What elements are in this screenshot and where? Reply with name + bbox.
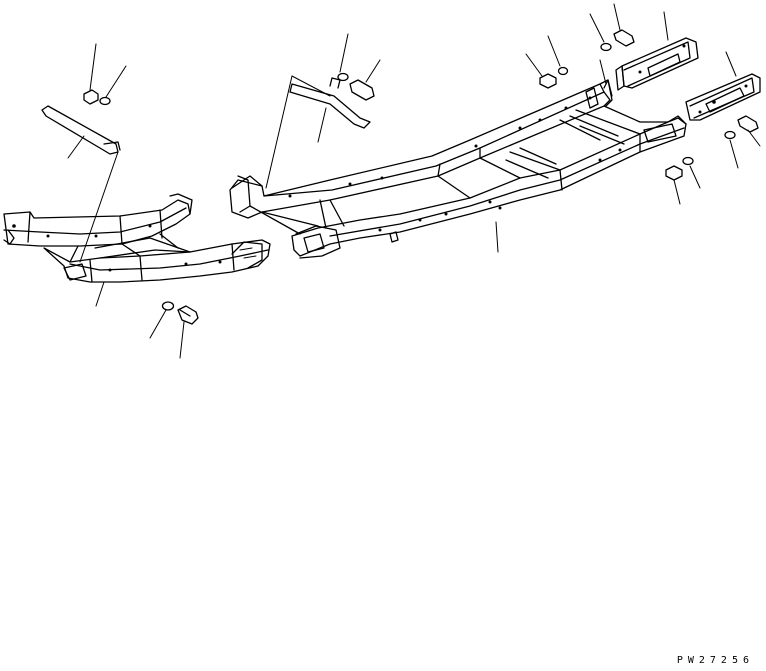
extension-plate-lower: [685, 73, 761, 121]
bolt-icon: [349, 79, 375, 101]
bolt-icon: [613, 29, 635, 47]
washer-icon: [557, 66, 569, 76]
bolt-icon: [737, 115, 759, 133]
leader-lines: [67, 3, 761, 359]
washer-icon: [161, 301, 175, 311]
main-frame-section: [229, 79, 687, 259]
rear-frame-section: [3, 193, 271, 283]
extension-plate-upper: [615, 37, 699, 91]
washer-icon: [724, 130, 736, 140]
washer-icon: [99, 96, 111, 106]
hook-pin: [289, 77, 371, 129]
nut-icon: [83, 89, 99, 105]
long-pin: [41, 105, 121, 155]
washer-icon: [337, 72, 349, 82]
nut-icon: [665, 165, 683, 181]
washer-icon: [682, 156, 694, 166]
bolt-icon: [177, 305, 199, 325]
drawing-number: PW27256: [676, 655, 754, 666]
nut-icon: [539, 73, 557, 89]
washer-icon: [600, 42, 612, 52]
fasteners: [83, 29, 759, 325]
